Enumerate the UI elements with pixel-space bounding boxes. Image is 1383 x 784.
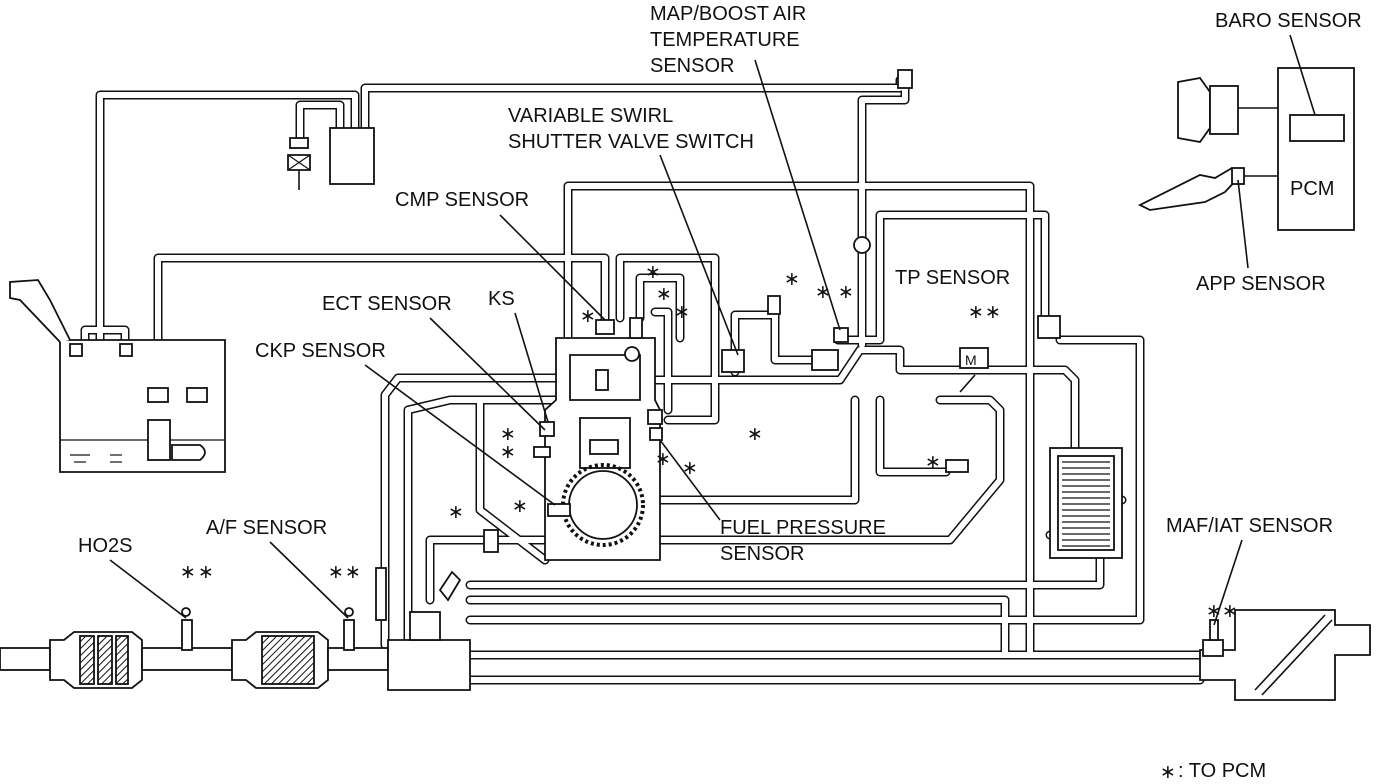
- component-labels: MAP/BOOST AIR TEMPERATURE SENSOR BARO SE…: [78, 3, 1362, 565]
- pipe-segment-inner: [467, 337, 1143, 623]
- pipe-segment-inner: [877, 397, 949, 475]
- leader-line: [514, 312, 549, 423]
- pipe-segment-inner: [297, 102, 343, 143]
- exhaust-system: [0, 607, 389, 689]
- to-pcm-marker: ∗: [674, 301, 690, 323]
- label-cmp-sensor: CMP SENSOR: [395, 189, 529, 211]
- to-pcm-marker: ∗: [985, 301, 1001, 323]
- leader-line: [1213, 539, 1243, 626]
- to-pcm-marker: ∗: [580, 305, 596, 327]
- pipe-segment-inner: [477, 397, 548, 563]
- label-maf-iat-sensor: MAF/IAT SENSOR: [1166, 515, 1333, 537]
- to-pcm-marker: ∗: [747, 423, 763, 445]
- legend-text: : TO PCM: [1178, 760, 1266, 782]
- to-pcm-marker: ∗: [656, 283, 672, 305]
- to-pcm-marker: ∗: [500, 441, 516, 463]
- label-baro-sensor: BARO SENSOR: [1215, 10, 1362, 32]
- pcm-module: PCM: [1137, 67, 1355, 231]
- pipe-segment-inner: [657, 397, 858, 503]
- pipe-segment-inner: [405, 397, 559, 648]
- to-pcm-markers: ∗∗∗∗∗∗∗∗∗∗∗∗∗∗∗∗∗∗∗∗∗∗∗: [180, 261, 1238, 622]
- label-tp-sensor: TP SENSOR: [895, 267, 1010, 289]
- to-pcm-marker: ∗: [328, 561, 344, 583]
- leader-line: [1237, 179, 1249, 269]
- legend-asterisk: ∗: [1160, 761, 1176, 783]
- pipe-segment: [95, 90, 360, 350]
- leader-line: [109, 559, 187, 619]
- label-variable-swirl-switch: VARIABLE SWIRL SHUTTER VALVE SWITCH: [508, 105, 754, 153]
- svg-text:M: M: [965, 352, 977, 368]
- to-pcm-marker: ∗: [512, 495, 528, 517]
- to-pcm-marker: ∗: [968, 301, 984, 323]
- intercooler: [1049, 447, 1123, 559]
- pipe-segment-inner: [427, 397, 1003, 603]
- to-pcm-marker: ∗: [345, 561, 361, 583]
- to-pcm-marker: ∗: [1222, 600, 1238, 622]
- pipe-segment-inner: [82, 327, 128, 348]
- pipe-segment-inner: [772, 312, 815, 363]
- label-ect-sensor: ECT SENSOR: [322, 293, 452, 315]
- pipe-segment-inner: [835, 212, 1048, 343]
- leader-lines: [109, 34, 1316, 626]
- legend: ∗ : TO PCM: [1160, 760, 1266, 783]
- engine-block: [533, 317, 663, 561]
- leader-line: [659, 154, 739, 356]
- label-af-sensor: A/F SENSOR: [206, 517, 327, 539]
- evap-canister: [287, 127, 375, 190]
- pipe-segment-inner: [652, 347, 1078, 538]
- leader-line: [269, 541, 349, 619]
- intake-components: M: [483, 69, 1061, 553]
- pipe-segment-inner: [565, 183, 1033, 658]
- pipe-segment-inner: [652, 309, 671, 413]
- pcm-label: PCM: [1290, 178, 1334, 200]
- label-ho2s: HO2S: [78, 535, 132, 557]
- pipe-segment: [465, 595, 1010, 660]
- leader-line: [1289, 34, 1316, 116]
- to-pcm-marker: ∗: [655, 448, 671, 470]
- pipe-segment-inner: [382, 375, 559, 648]
- to-pcm-marker: ∗: [448, 501, 464, 523]
- to-pcm-marker: ∗: [180, 561, 196, 583]
- to-pcm-marker: ∗: [645, 261, 661, 283]
- pipe-segment-inner: [859, 85, 908, 348]
- label-app-sensor: APP SENSOR: [1196, 273, 1326, 295]
- leader-line: [499, 214, 606, 321]
- air-cleaner: [1199, 609, 1371, 701]
- to-pcm-marker: ∗: [838, 281, 854, 303]
- to-pcm-marker: ∗: [500, 423, 516, 445]
- pipe-segment-inner: [97, 92, 358, 348]
- to-pcm-marker: ∗: [815, 281, 831, 303]
- pipe-segment: [770, 310, 817, 365]
- pipe-segment: [655, 395, 860, 505]
- label-map-boost-sensor: MAP/BOOST AIR TEMPERATURE SENSOR: [650, 3, 812, 77]
- to-pcm-marker: ∗: [925, 451, 941, 473]
- pipe-segment-inner: [155, 255, 608, 393]
- leader-line: [364, 364, 556, 506]
- leader-line: [429, 317, 546, 431]
- pipe-segment-inner: [637, 275, 683, 341]
- to-pcm-marker: ∗: [682, 457, 698, 479]
- to-pcm-marker: ∗: [784, 268, 800, 290]
- label-fuel-pressure-sensor: FUEL PRESSURE SENSOR: [720, 517, 892, 565]
- pipe-segment-inner: [467, 597, 1008, 658]
- label-ckp-sensor: CKP SENSOR: [255, 340, 386, 362]
- pipe-segment-inner: [617, 255, 718, 423]
- label-ks: KS: [488, 288, 515, 310]
- leader-line: [754, 59, 841, 331]
- turbocharger: [375, 567, 471, 691]
- leader-line: [659, 439, 721, 521]
- fuel-tank: [9, 279, 226, 473]
- to-pcm-marker: ∗: [1206, 600, 1222, 622]
- to-pcm-marker: ∗: [198, 561, 214, 583]
